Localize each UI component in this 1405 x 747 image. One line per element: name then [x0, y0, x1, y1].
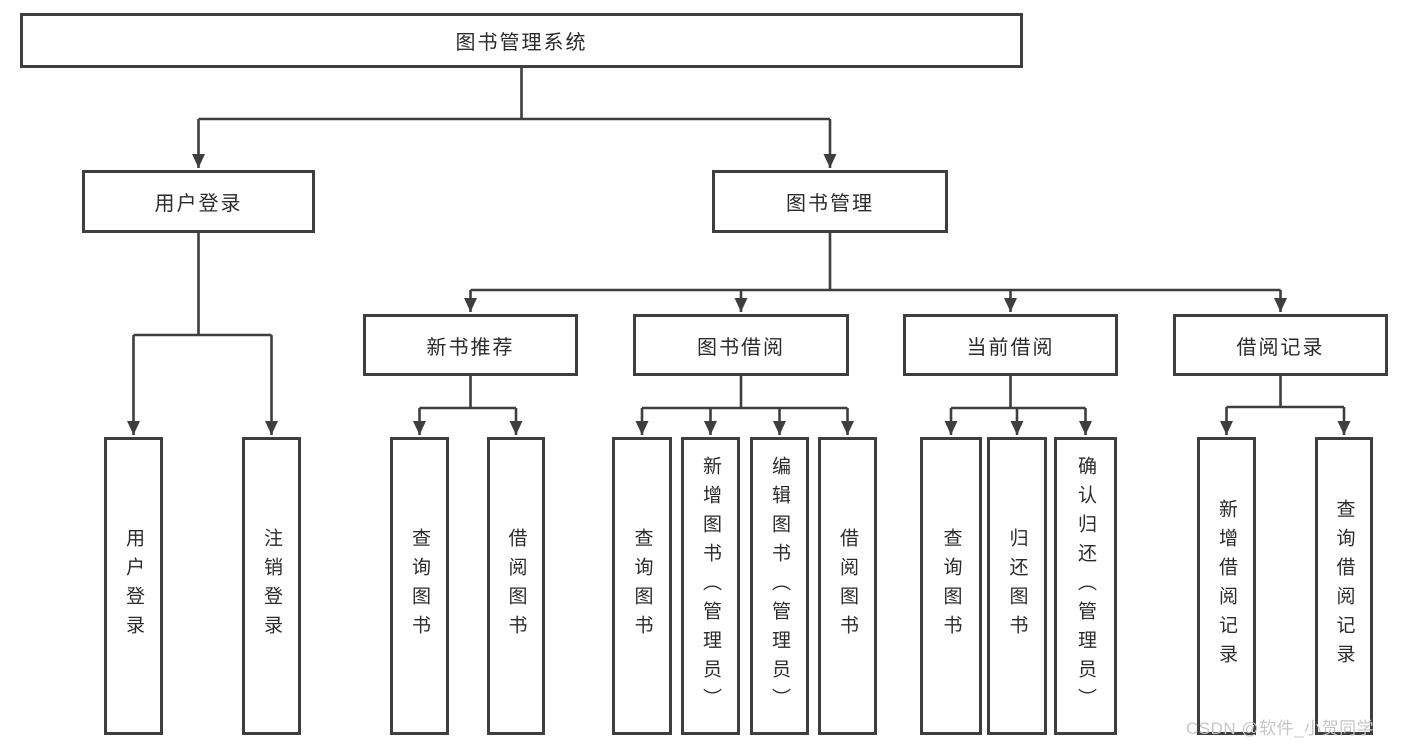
- node-label: 查询借阅记录: [1333, 499, 1355, 673]
- node-label: 注销登录: [261, 528, 282, 644]
- connector-user-login-children: [127, 233, 278, 435]
- connector-new-book-children: [413, 376, 523, 435]
- node-label: 编辑图书（管理员）: [769, 455, 790, 717]
- node-label: 新增借阅记录: [1216, 499, 1237, 673]
- node-label: 查询图书: [409, 528, 430, 644]
- node-label: 查询图书: [631, 528, 653, 644]
- node-label: 借阅记录: [1236, 336, 1325, 359]
- node-user-login: 用户登录: [82, 170, 315, 233]
- node-label: 归还图书: [1006, 528, 1028, 644]
- connector-current-borrow-children: [944, 376, 1092, 435]
- leaf-query-books-current: 查询图书: [920, 437, 982, 735]
- node-label: 当前借阅: [966, 336, 1055, 359]
- leaf-query-books-recommend: 查询图书: [390, 437, 449, 735]
- node-label: 新书推荐: [426, 336, 515, 359]
- leaf-query-borrow-record: 查询借阅记录: [1315, 437, 1373, 735]
- leaf-confirm-return-admin: 确认归还（管理员）: [1054, 437, 1117, 735]
- leaf-edit-books-admin: 编辑图书（管理员）: [750, 437, 809, 735]
- node-book-borrowing: 图书借阅: [633, 314, 849, 376]
- connector-borrow-records-children: [1220, 376, 1351, 435]
- node-label: 图书管理系统: [455, 32, 588, 54]
- node-label: 用户登录: [123, 528, 144, 644]
- leaf-add-books-admin: 新增图书（管理员）: [681, 437, 740, 735]
- leaf-query-books-borrow: 查询图书: [612, 437, 672, 735]
- connector-root-to-level2: [192, 68, 837, 168]
- leaf-borrow-books: 借阅图书: [818, 437, 877, 735]
- node-current-borrowing: 当前借阅: [903, 314, 1118, 376]
- node-label: 查询图书: [940, 528, 962, 644]
- node-book-management: 图书管理: [712, 170, 948, 233]
- node-label: 借阅图书: [505, 528, 527, 644]
- node-label: 图书借阅: [697, 336, 785, 359]
- node-label: 确认归还（管理员）: [1075, 455, 1096, 717]
- leaf-return-books: 归还图书: [987, 437, 1047, 735]
- node-borrowing-records: 借阅记录: [1173, 314, 1388, 376]
- node-root-book-management-system: 图书管理系统: [20, 13, 1023, 68]
- leaf-user-login: 用户登录: [104, 437, 163, 735]
- leaf-add-borrow-record: 新增借阅记录: [1197, 437, 1256, 735]
- leaf-borrow-books-recommend: 借阅图书: [487, 437, 545, 735]
- node-label: 借阅图书: [837, 528, 858, 644]
- leaf-logout: 注销登录: [242, 437, 301, 735]
- connector-book-management-children: [464, 233, 1287, 312]
- node-label: 新增图书（管理员）: [700, 455, 721, 717]
- connector-book-borrow-children: [635, 376, 854, 435]
- csdn-watermark: CSDN @软件_小贺同学: [1186, 719, 1375, 738]
- node-label: 用户登录: [154, 193, 243, 215]
- node-label: 图书管理: [786, 193, 874, 215]
- node-new-book-recommendation: 新书推荐: [363, 314, 578, 376]
